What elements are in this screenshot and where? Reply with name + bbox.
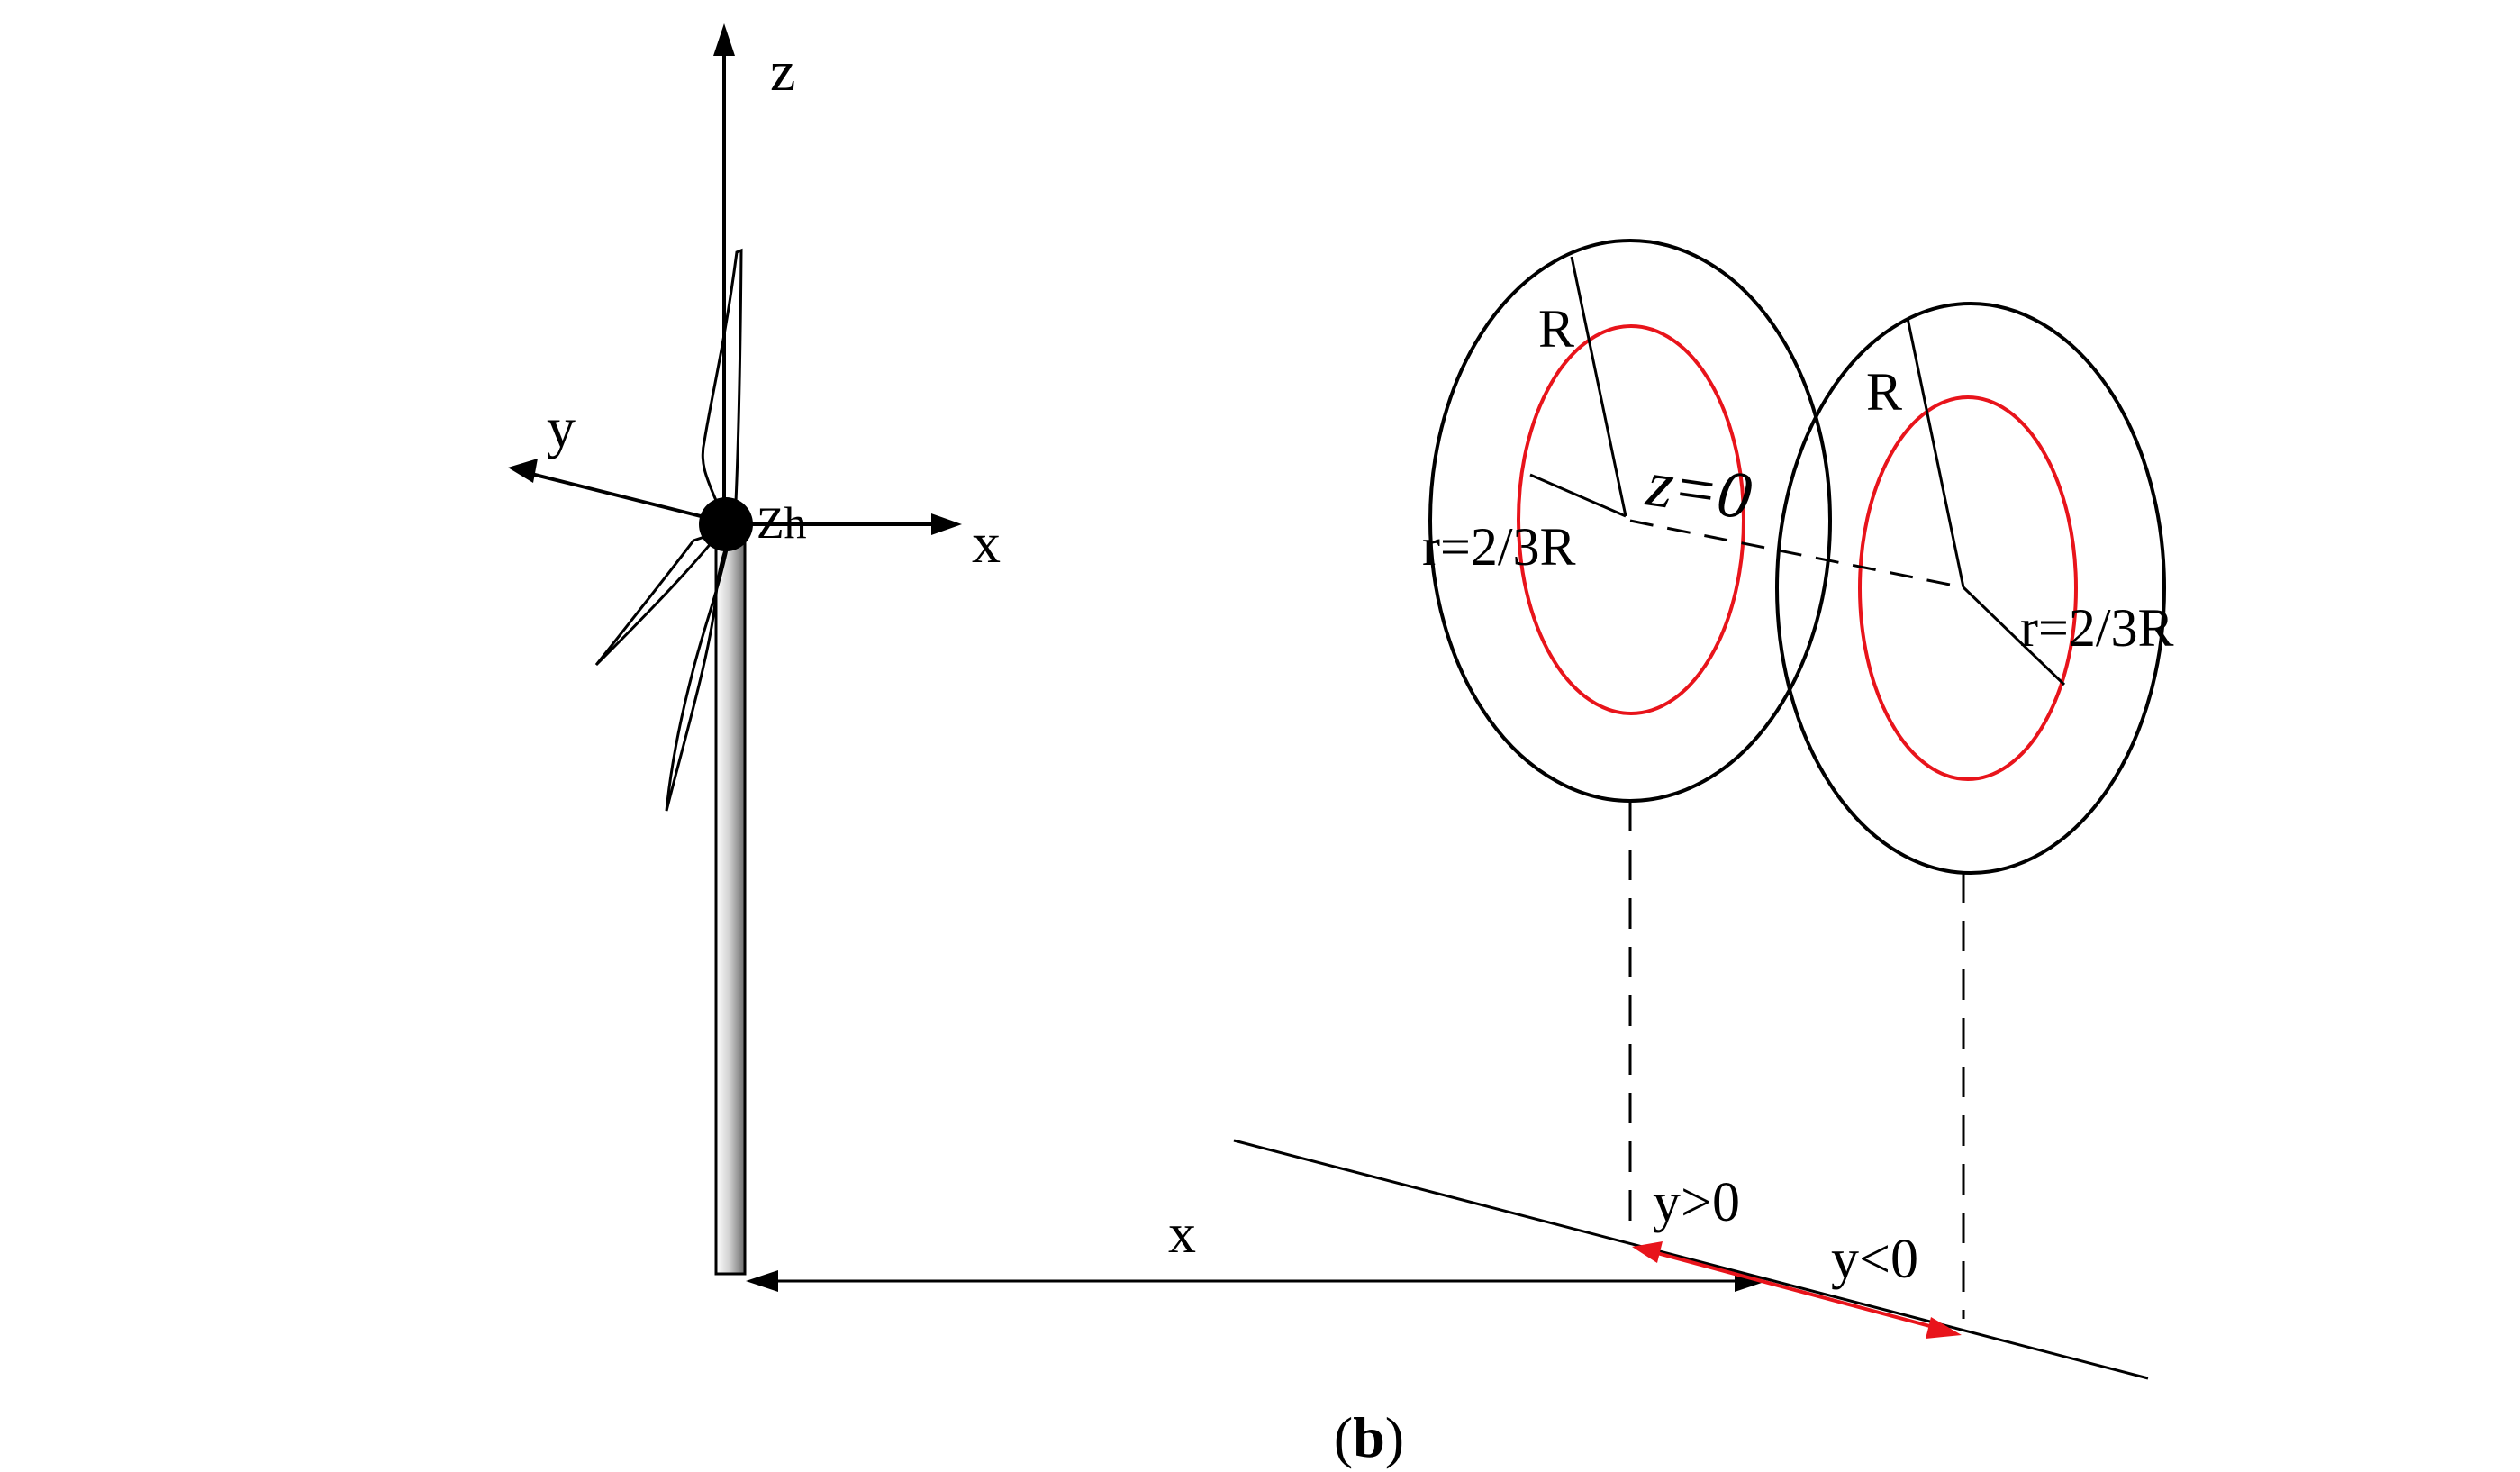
panel-label-open: ( (1334, 1405, 1353, 1469)
y-negative-label: y<0 (1831, 1229, 1918, 1290)
left-inner-circle (1517, 324, 1745, 715)
y-axis-arrowhead (508, 459, 538, 483)
left-inner-radius-line (1529, 473, 1627, 518)
lateral-arrowhead-left (1632, 1241, 1663, 1263)
y-positive-label: y>0 (1653, 1172, 1740, 1233)
right-outer-radius-label: R (1866, 362, 1902, 422)
turbine-rotor-blades (594, 248, 743, 812)
left-outer-radius-label: R (1538, 299, 1574, 359)
panel-label: (b) (1334, 1405, 1404, 1469)
centerline-label: z=0 (1642, 446, 1756, 533)
downstream-distance-label: x (1168, 1204, 1196, 1265)
distance-arrowhead-left (746, 1270, 778, 1292)
right-inner-radius-label: r=2/3R (2020, 598, 2174, 658)
panel-label-letter: b (1353, 1405, 1385, 1469)
y-axis (508, 459, 727, 524)
lateral-offset-arrow (1632, 1241, 1962, 1339)
left-inner-radius-label: r=2/3R (1422, 517, 1576, 577)
x-axis-label: x (972, 511, 1001, 575)
panel-label-close: ) (1385, 1405, 1404, 1469)
turbine-hub (699, 497, 753, 551)
upper-blade (701, 248, 743, 522)
turbine-tower (714, 522, 747, 1276)
left-outer-radius-line (1570, 256, 1627, 517)
lower-left-blade (594, 528, 725, 667)
right-outer-radius-line (1906, 317, 1965, 588)
rotor-centerline (1629, 519, 1964, 589)
downstream-distance-arrow (746, 1270, 1767, 1292)
z-axis (713, 23, 735, 524)
z-axis-arrowhead (713, 23, 735, 56)
x-axis-arrowhead (931, 513, 962, 535)
lower-blade (665, 535, 731, 812)
hub-height-label: Zh (757, 497, 807, 548)
y-axis-label: y (547, 395, 576, 459)
z-axis-label: z (770, 39, 795, 103)
x-axis (726, 513, 962, 535)
right-inner-circle (1858, 395, 2078, 781)
right-rotor-disk (1775, 302, 2166, 875)
lateral-arrowhead-right (1926, 1317, 1962, 1339)
ground-reference-line (1233, 1139, 2149, 1380)
right-outer-circle (1775, 302, 2166, 875)
right-inner-radius-line (1962, 586, 2066, 686)
